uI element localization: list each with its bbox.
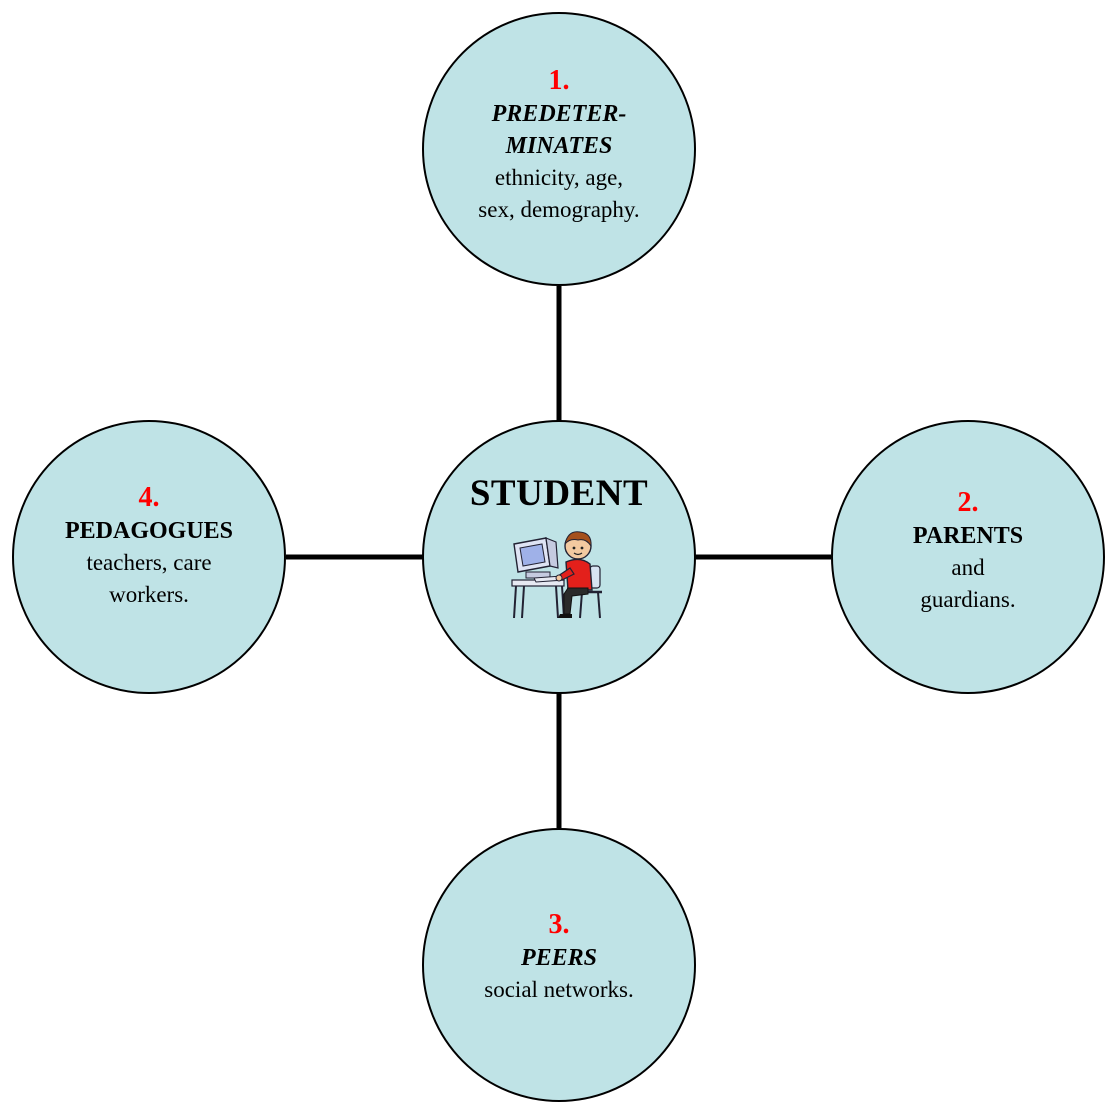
- node-description-line: sex, demography.: [478, 197, 640, 222]
- node-number: 3.: [548, 909, 570, 940]
- node-number: 1.: [548, 65, 570, 96]
- node-pedagogues: 4. PEDAGOGUES teachers, care workers.: [12, 420, 286, 694]
- node-student: STUDENT: [422, 420, 696, 694]
- node-description-line: social networks.: [484, 977, 634, 1002]
- node-peers: 3. PEERS social networks.: [422, 828, 696, 1102]
- node-number: 4.: [138, 482, 160, 513]
- node-heading-line: PREDETER-: [491, 101, 627, 127]
- node-description-line: and: [951, 555, 985, 580]
- node-heading-line: PEDAGOGUES: [64, 518, 234, 544]
- node-description-line: teachers, care: [86, 550, 212, 575]
- node-predeterminates: 1. PREDETER- MINATES ethnicity, age, sex…: [422, 12, 696, 286]
- node-description-line: ethnicity, age,: [494, 165, 624, 190]
- node-description-line: guardians.: [920, 587, 1016, 612]
- node-parents: 2. PARENTS and guardians.: [831, 420, 1105, 694]
- student-at-computer-icon: [511, 531, 602, 619]
- node-number: 2.: [957, 487, 979, 518]
- node-heading-line: PARENTS: [912, 523, 1024, 549]
- node-description-line: workers.: [109, 582, 189, 607]
- node-heading-line: PEERS: [520, 945, 598, 971]
- node-heading-line: MINATES: [505, 133, 613, 159]
- student-title: STUDENT: [469, 473, 649, 514]
